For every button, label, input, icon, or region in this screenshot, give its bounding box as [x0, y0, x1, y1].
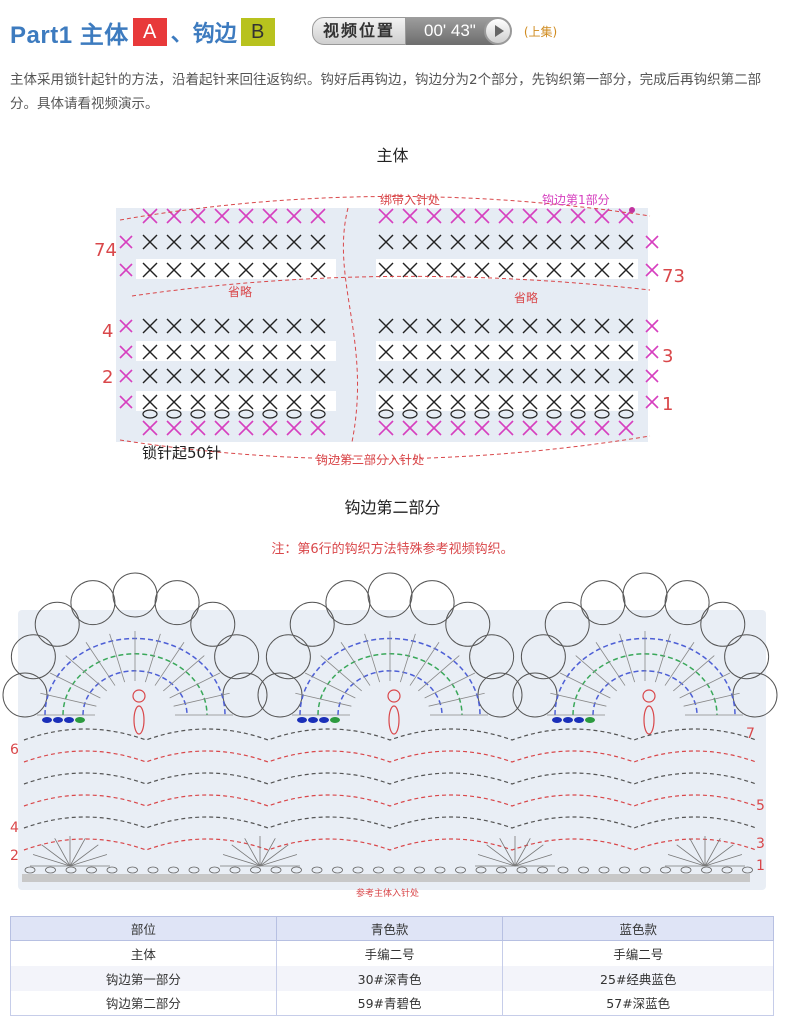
play-icon[interactable]	[483, 17, 512, 45]
title-separator: 、钩边	[170, 22, 237, 47]
label-omit-left: 省略	[228, 284, 252, 299]
description: 主体采用锁针起针的方法，沿着起针来回往返钩织。钩好后再钩边，钩边分为2个部分，先…	[10, 72, 762, 112]
edge-row-label-4: 4	[10, 820, 19, 836]
edge-row-label-6: 6	[10, 742, 19, 758]
edge-row-label-1: 1	[756, 858, 765, 874]
video-position-label: 视频位置	[312, 17, 407, 45]
edge-row-label-3: 3	[756, 836, 765, 852]
table-cell: 30#深青色	[275, 965, 504, 991]
video-position-widget[interactable]: 视频位置 00' 43" (上集)	[312, 16, 557, 46]
row-label-3: 3	[662, 346, 673, 367]
table-cell: 主体	[10, 940, 277, 966]
edge-row-label-5: 5	[756, 798, 765, 814]
table-cell: 25#经典蓝色	[502, 965, 774, 991]
table-cell: 手编二号	[502, 940, 774, 966]
table-cell: 钩边第二部分	[10, 990, 277, 1016]
table-cell: 57#深蓝色	[502, 990, 774, 1016]
table-row: 钩边第一部分 30#深青色 25#经典蓝色	[10, 965, 774, 991]
table-cell: 钩边第一部分	[10, 965, 277, 991]
video-time: 00' 43"	[406, 17, 498, 45]
yarn-spec-table: 部位 青色款 蓝色款 主体 手编二号 手编二号 钩边第一部分 30#深青色 25…	[10, 916, 774, 1016]
part-title: Part1 主体	[10, 21, 129, 49]
badge-a: A	[132, 18, 167, 46]
header-blue: 蓝色款	[502, 916, 774, 941]
label-edge-part2-insert: 钩边第二部分入针处	[316, 452, 424, 467]
row-label-2: 2	[102, 367, 113, 388]
label-chain-start: 锁针起50针	[142, 444, 221, 462]
diagram2-title: 钩边第二部分	[344, 498, 441, 517]
label-omit-right: 省略	[514, 290, 538, 305]
label-tie-insert: 绑带入针处	[380, 192, 440, 207]
diagram2-note: 注：第6行的钩织方法特殊参考视频钩织。	[271, 542, 514, 557]
table-cell: 59#青碧色	[275, 990, 504, 1016]
table-row: 钩边第二部分 59#青碧色 57#深蓝色	[10, 990, 774, 1016]
badge-b: B	[240, 18, 275, 46]
header-teal: 青色款	[275, 916, 504, 941]
diagram1-title: 主体	[376, 146, 409, 165]
main-body-chart: 绑带入针处 钩边第1部分 省略 省略 钩边第二部分入针处 锁针起50针 74 7…	[94, 192, 685, 467]
row-label-73: 73	[662, 266, 685, 287]
label-body-insert: 参考主体入针处	[356, 887, 419, 899]
page-header: Part1 主体 A 、钩边 B	[10, 14, 279, 50]
row-label-74: 74	[94, 240, 117, 261]
header-part: 部位	[10, 916, 277, 941]
table-row: 主体 手编二号 手编二号	[10, 940, 774, 966]
row-label-4: 4	[102, 321, 113, 342]
row-label-1: 1	[662, 394, 673, 415]
edge-row-label-2: 2	[10, 848, 19, 864]
table-cell: 手编二号	[275, 940, 504, 966]
table-header-row: 部位 青色款 蓝色款	[10, 916, 774, 941]
edge-row-label-7: 7	[746, 726, 755, 742]
label-edge-part1: 钩边第1部分	[542, 192, 610, 207]
video-note: (上集)	[523, 24, 558, 39]
edging-chart: 参考主体入针处 6 7 5 4 3 2 1	[2, 572, 778, 899]
